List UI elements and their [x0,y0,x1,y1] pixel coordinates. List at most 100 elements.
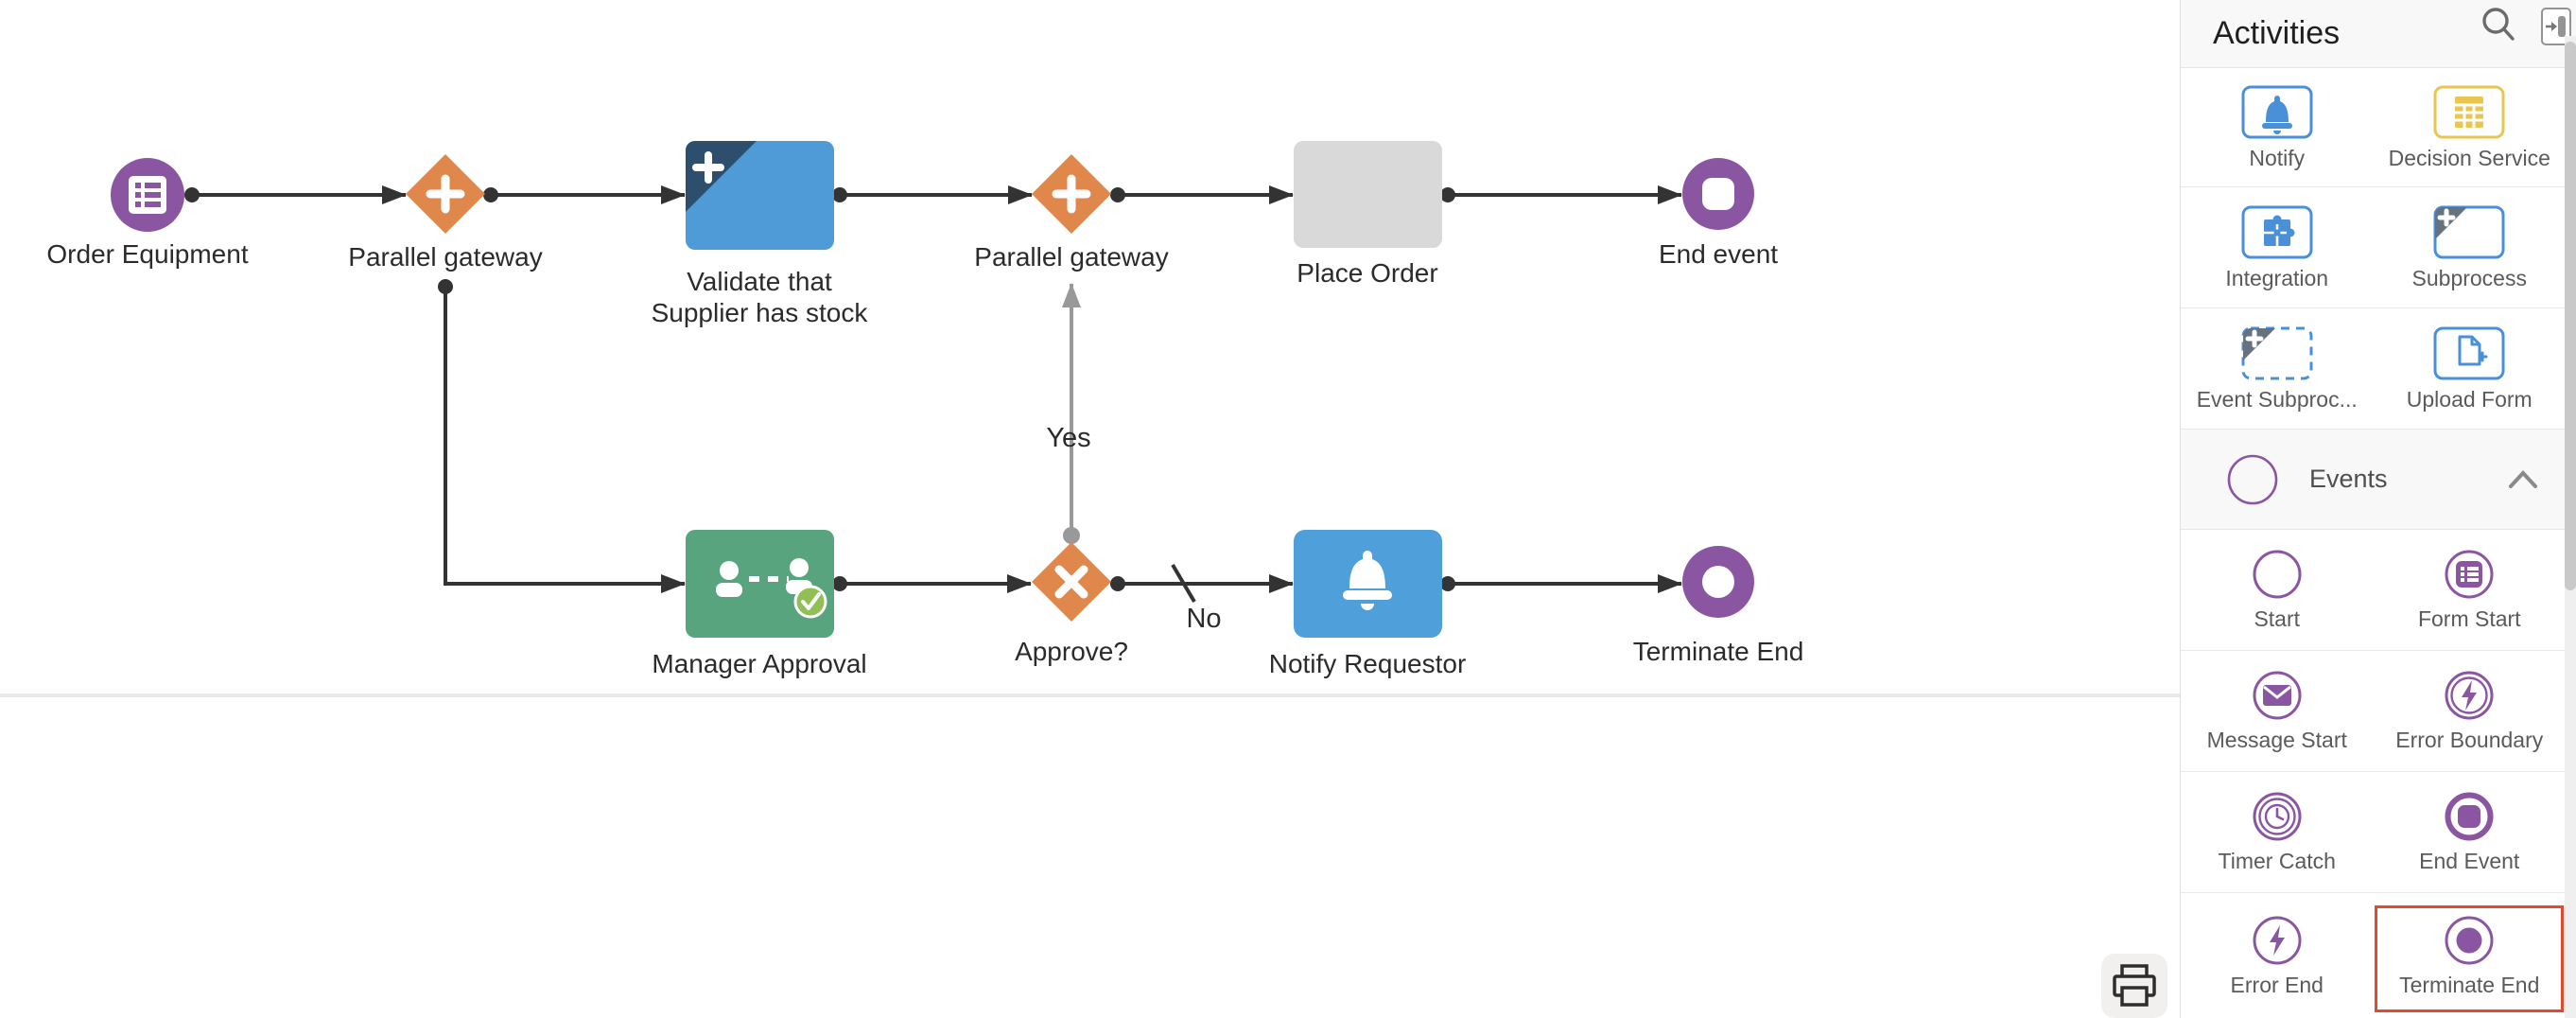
document-plug-icon [2433,326,2505,380]
plus-icon [426,174,465,214]
node-end-event[interactable] [1682,158,1754,230]
palette-item-form-start[interactable]: Form Start [2374,530,2567,650]
flow-gateway1-to-approval[interactable] [444,287,686,593]
bell-activity-icon [2241,85,2313,139]
palette-row: Integration Subprocess [2181,187,2566,308]
terminate-end-icon [2445,916,2494,964]
edge-label-no: No [1186,604,1222,634]
palette-item-label: Notify [2249,146,2306,170]
node-label: Notify Requestor [1268,649,1467,678]
palette-item-notify[interactable]: Notify [2181,68,2374,186]
palette-item-label: Start [2254,606,2301,631]
palette-item-label: Error Boundary [2395,728,2544,752]
palette-item-terminate-end[interactable]: Terminate End [2374,893,2567,1018]
node-validate-supplier[interactable] [686,141,834,250]
search-icon [2482,8,2515,41]
printer-icon [2113,964,2156,1007]
palette-item-label: Error End [2230,972,2324,997]
palette-item-message-start[interactable]: Message Start [2181,651,2374,771]
subprocess-icon [2433,205,2505,259]
diagram [111,141,1754,638]
yes-flow-source-dot [1063,527,1080,544]
collapse-panel-icon [2546,16,2566,37]
palette-row: Notify Decision Service [2181,68,2566,187]
timer-catch-icon [2253,792,2302,841]
plus-icon [1052,174,1091,214]
node-label: Approve? [1015,637,1128,666]
end-event-icon [2445,792,2494,841]
palette-item-error-end[interactable]: Error End [2181,893,2374,1018]
node-label: Parallel gateway [348,242,543,272]
event-subprocess-icon [2241,326,2313,380]
node-manager-approval[interactable] [686,530,834,638]
palette-row: Start Form Start [2181,530,2566,651]
form-start-icon [2445,550,2494,599]
sidebar-scrollbar-thumb[interactable] [2565,42,2576,590]
approval-users-icon [716,558,812,597]
default-flow-slash-marker [1171,563,1196,604]
palette-row: Event Subproc... Upload Form [2181,308,2566,430]
node-parallel-gateway-1[interactable] [406,154,485,234]
palette-item-label: Event Subproc... [2196,387,2358,412]
node-label: Manager Approval [652,649,867,678]
palette-item-label: Subprocess [2411,266,2527,290]
palette-sidebar: Activities [2180,0,2576,1018]
error-boundary-icon [2445,671,2494,720]
palette-row: Timer Catch End Event [2181,772,2566,893]
canvas-bottom-divider [0,693,2180,697]
palette-item-label: Terminate End [2399,972,2540,997]
sequence-flows[interactable] [192,185,1682,604]
node-terminate-end[interactable] [1682,546,1754,618]
palette-item-decision-service[interactable]: Decision Service [2374,68,2567,186]
events-section-header[interactable]: Events [2181,430,2566,530]
start-event-icon [2253,550,2302,599]
puzzle-icon [2241,205,2313,259]
palette-item-label: Form Start [2417,606,2521,631]
edge-label-yes: Yes [1046,423,1091,453]
node-label: Terminate End [1632,637,1804,666]
palette-item-start[interactable]: Start [2181,530,2374,650]
palette-item-label: Integration [2225,266,2329,290]
plus-icon [692,151,724,184]
node-label: End event [1658,239,1779,269]
process-canvas[interactable]: Order Equipment Parallel gateway Validat… [0,0,2180,1018]
palette-row: Error End Terminate End [2181,893,2566,1018]
chevron-up-icon[interactable] [2503,465,2545,494]
palette-title: Activities [2213,15,2341,51]
node-parallel-gateway-2[interactable] [1032,154,1111,234]
search-button[interactable] [2476,4,2519,47]
palette-item-label: End Event [2419,849,2520,873]
check-badge-icon [793,585,827,619]
flow-source-dots [184,187,1455,591]
print-button[interactable] [2101,954,2167,1018]
node-label: Parallel gateway [974,242,1169,272]
x-icon [1054,565,1088,599]
palette-item-error-boundary[interactable]: Error Boundary [2374,651,2567,771]
circle-outline-icon [2227,454,2278,504]
palette-item-integration[interactable]: Integration [2181,187,2374,307]
message-start-icon [2253,671,2302,720]
node-label: Validate that Supplier has stock [651,267,868,327]
node-place-order[interactable] [1294,141,1442,248]
subprocess-corner [686,141,757,212]
palette-item-timer-catch[interactable]: Timer Catch [2181,772,2374,892]
node-label: Order Equipment [46,239,249,269]
node-label: Place Order [1297,258,1438,288]
palette-item-subprocess[interactable]: Subprocess [2374,187,2567,307]
decision-table-icon [2433,85,2505,139]
events-section-label: Events [2309,465,2388,493]
node-approve-gateway[interactable] [1032,542,1111,622]
error-end-icon [2253,916,2302,964]
palette-item-label: Upload Form [2406,387,2532,412]
palette-item-event-subprocess[interactable]: Event Subproc... [2181,308,2374,429]
palette-item-end-event[interactable]: End Event [2374,772,2567,892]
palette-item-label: Timer Catch [2218,849,2336,873]
bell-icon [1343,551,1392,610]
palette-row: Message Start Error Boundary [2181,651,2566,772]
node-notify-requestor[interactable] [1294,530,1442,638]
palette-header: Activities [2181,0,2576,68]
node-order-equipment[interactable] [111,158,184,232]
palette-item-upload-form[interactable]: Upload Form [2374,308,2567,429]
palette-item-label: Decision Service [2388,146,2550,170]
